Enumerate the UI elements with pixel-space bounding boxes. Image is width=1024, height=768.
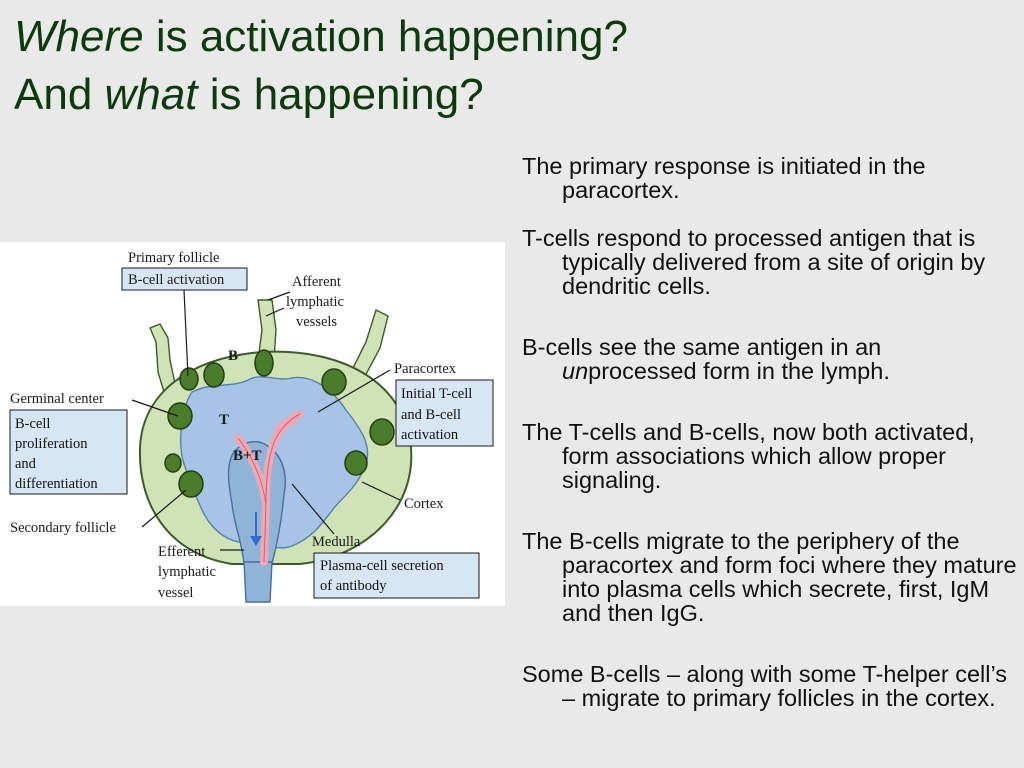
bullet-5: The B-cells migrate to the periphery of … <box>522 528 1017 626</box>
efferent-vessel <box>243 561 273 603</box>
label-efferent-1: Efferent <box>158 544 205 560</box>
follicle <box>344 450 368 476</box>
proliferation-box <box>9 409 128 495</box>
label-secondary-follicle: Secondary follicle <box>10 520 116 536</box>
bullet-3-em: un <box>562 358 589 384</box>
afferent-vessel-left <box>149 323 177 393</box>
label-bcell-activation: B-cell activation <box>128 272 225 288</box>
follicle <box>164 453 182 473</box>
bullet-2: T-cells respond to processed antigen tha… <box>522 225 986 299</box>
region-bt-label: B+T <box>233 448 262 464</box>
title-line2-rest: is happening? <box>197 70 484 119</box>
slide-title: Where is activation happening? And what … <box>14 8 628 124</box>
label-primary-follicle: Primary follicle <box>128 250 219 266</box>
region-b-label: B <box>228 348 238 364</box>
label-initial-3: activation <box>401 427 459 443</box>
blood-vessel-outline <box>237 413 301 563</box>
leader-afferent-left <box>267 291 291 301</box>
label-prolif-3: and <box>15 456 37 472</box>
label-cortex: Cortex <box>404 496 444 512</box>
leader-cortex <box>361 481 401 501</box>
follicle <box>254 349 274 377</box>
follicles <box>164 349 395 498</box>
title-where: Where <box>14 12 144 61</box>
bullet-1: The primary response is initiated in the… <box>522 153 926 203</box>
region-t-label: T <box>219 412 229 428</box>
blue-flow-arrowhead <box>250 536 262 546</box>
afferent-vessel-right <box>351 309 389 380</box>
title-line1-rest: is activation happening? <box>143 12 628 61</box>
label-paracortex: Paracortex <box>394 361 457 377</box>
label-medulla: Medulla <box>312 534 361 550</box>
label-plasma-1: Plasma-cell secretion <box>320 558 444 574</box>
label-prolif-2: proliferation <box>15 436 88 452</box>
label-efferent-2: lymphatic <box>158 564 216 580</box>
follicle <box>179 367 199 391</box>
leader-afferent-middle <box>265 307 285 317</box>
bullet-4: The T-cells and B-cells, now both activa… <box>522 419 975 493</box>
follicle <box>203 362 225 388</box>
leader-medulla <box>291 483 335 535</box>
leader-germinal-center <box>131 399 179 417</box>
follicle <box>321 368 347 396</box>
label-initial-1: Initial T-cell <box>401 386 472 402</box>
lymph-node-figure: B T B+T Primary follicle B-cell activati… <box>0 242 505 606</box>
label-initial-2: and B-cell <box>401 407 461 423</box>
follicle <box>167 402 193 430</box>
title-line-1: Where is activation happening? <box>14 12 628 61</box>
label-afferent-3: vessels <box>296 314 337 330</box>
label-prolif-1: B-cell <box>15 416 50 432</box>
label-germinal-center: Germinal center <box>10 391 104 407</box>
bullet-3-rest: processed form in the lymph. <box>588 358 890 384</box>
leader-paracortex <box>317 369 391 413</box>
label-plasma-2: of antibody <box>320 578 387 594</box>
bullet-6: Some B-cells – along with some T-helper … <box>522 661 1008 711</box>
bullet-3: B-cells see the same antigen in an unpro… <box>522 335 1020 383</box>
bullet-3-start: B-cells see the same antigen in an <box>522 334 882 360</box>
label-afferent-1: Afferent <box>292 274 341 290</box>
leader-secondary-follicle <box>141 489 187 528</box>
title-what: what <box>104 70 198 119</box>
title-line-2: And what is happening? <box>14 70 484 119</box>
initial-activation-box <box>395 379 494 447</box>
lymph-node-diagram: B T B+T Primary follicle B-cell activati… <box>9 250 494 603</box>
bullet-list: The primary response is initiated in the… <box>522 154 1020 710</box>
leader-primary-follicle <box>183 289 189 377</box>
label-prolif-4: differentiation <box>15 476 98 492</box>
title-line2-start: And <box>14 70 105 119</box>
plasma-secretion-box <box>313 552 480 599</box>
follicle <box>369 418 395 446</box>
label-efferent-3: vessel <box>158 585 193 601</box>
label-afferent-2: lymphatic <box>286 294 344 310</box>
